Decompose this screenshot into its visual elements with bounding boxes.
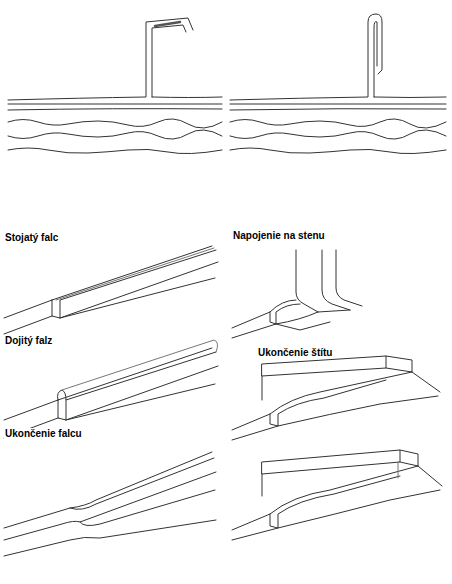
gable-end-view — [232, 356, 440, 440]
double-seam-section — [230, 14, 446, 154]
double-seam-view — [4, 340, 218, 438]
view-label: Ukončenie falcu — [4, 428, 83, 440]
view-label: Stojatý falc — [4, 232, 59, 244]
standing-seam-section — [8, 18, 222, 154]
view-label: Ukončenie štítu — [257, 347, 333, 359]
standing-seam-view — [4, 246, 218, 334]
view-label: Napojenie na stenu — [232, 230, 326, 242]
wall-connection-view — [232, 250, 362, 338]
view-label: Dojitý falz — [4, 335, 53, 347]
gable-end-folded-view — [232, 450, 442, 540]
seam-end-view — [4, 452, 216, 556]
